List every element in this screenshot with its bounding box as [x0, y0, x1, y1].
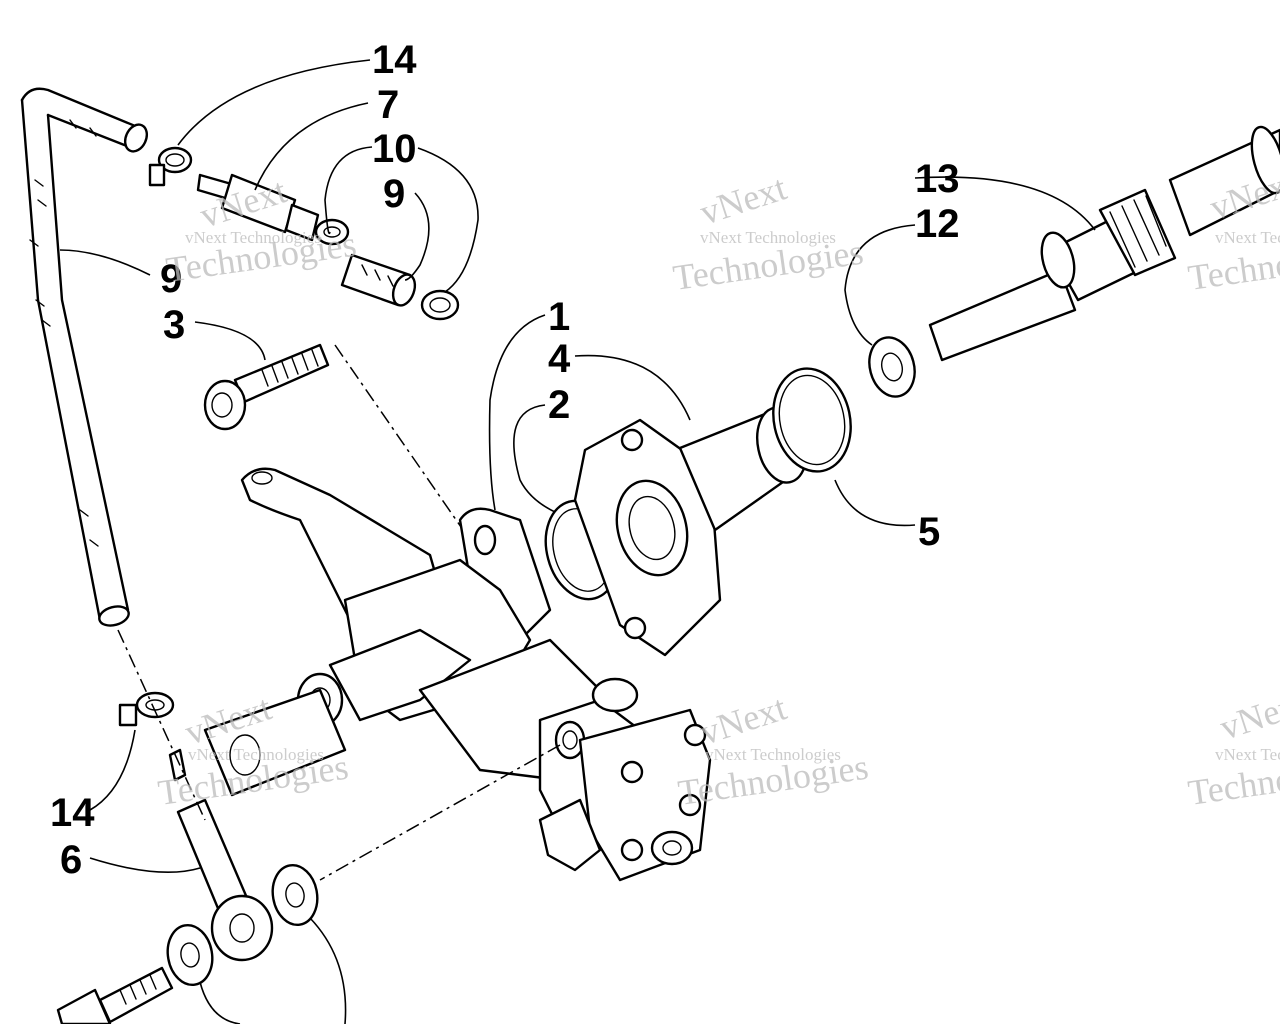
fitting-part-7 [196, 173, 320, 242]
watermark-company: vNext Technologies [1215, 745, 1280, 764]
callout-labels: 14 7 10 9 9 3 1 4 2 5 13 12 14 6 [50, 38, 960, 882]
watermark-company: vNext Technologies [188, 745, 324, 764]
watermark-brand: vNext [1215, 682, 1280, 747]
hose-short [340, 253, 417, 307]
hose-long [20, 87, 149, 627]
watermark-middle-center: vNext vNext Technologies Technologies [676, 687, 871, 813]
banjo-bolt [56, 966, 174, 1024]
watermark-company: vNext Technologies [705, 745, 841, 764]
hose-clamp-small [314, 218, 350, 246]
banjo-fitting-part-6 [168, 748, 274, 962]
callout-13: 13 [915, 157, 960, 201]
washer-part-12 [868, 336, 916, 398]
o-ring-part-5 [772, 367, 852, 473]
hose-clamp-bottom [118, 691, 175, 727]
watermark-middle-right: vNext vNext Technologies Technologies [1186, 682, 1280, 813]
callout-4: 4 [548, 337, 571, 381]
watermark-brand: vNext [695, 687, 791, 752]
callout-9-top: 9 [383, 172, 405, 216]
watermark-brand: vNext [695, 167, 791, 232]
callout-5: 5 [918, 510, 940, 554]
drive-gear-shaft-part-13 [928, 125, 1280, 362]
callout-10: 10 [372, 127, 417, 171]
watermark-company: vNext Technologies [185, 228, 321, 247]
sealing-washer-2 [166, 924, 214, 986]
callout-3: 3 [163, 303, 185, 347]
watermark-top-center: vNext vNext Technologies Technologies [671, 167, 866, 298]
leader-lines [59, 59, 1096, 1024]
callout-14-top: 14 [372, 38, 417, 82]
callout-7: 7 [377, 83, 399, 127]
callout-2: 2 [548, 383, 570, 427]
watermark-top-left: vNext vNext Technologies Technologies [164, 170, 359, 290]
callout-9-left: 9 [160, 257, 182, 301]
callout-1: 1 [548, 295, 570, 339]
oil-pump-body [203, 467, 712, 882]
hose-clamp-top [148, 146, 193, 187]
hose-clamp-right [420, 289, 460, 321]
watermark-company: vNext Technologies [700, 228, 836, 247]
sealing-washer-1 [271, 864, 319, 926]
watermark-company: vNext Technologies [1215, 228, 1280, 247]
callout-6: 6 [60, 838, 82, 882]
callout-12: 12 [915, 202, 960, 246]
bolt-part-3 [203, 343, 330, 431]
callout-14-bottom: 14 [50, 791, 95, 835]
